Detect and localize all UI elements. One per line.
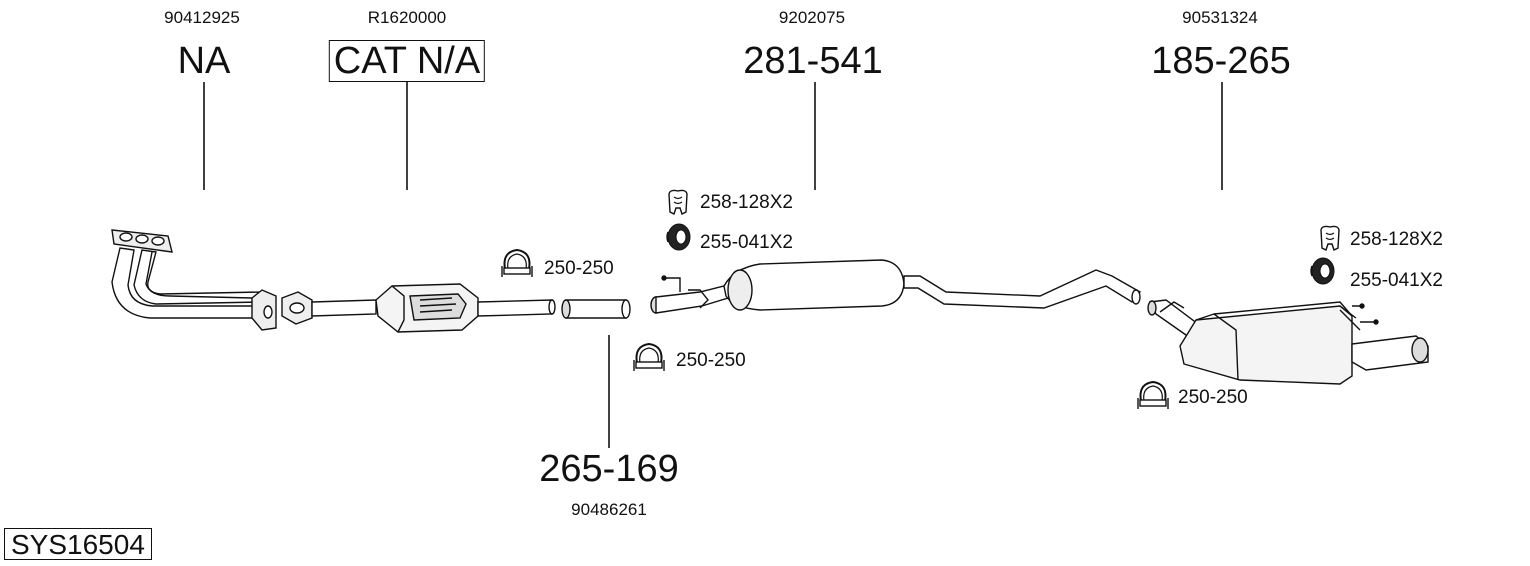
part-code-exhaust-manifold: NA xyxy=(177,40,231,82)
rubber-hanger-icon xyxy=(668,189,688,215)
rubber-ring-icon xyxy=(666,223,691,251)
part-code-connecting-pipe: 265-169 xyxy=(539,448,679,490)
rear-silencer-part xyxy=(1147,299,1429,385)
fitting-label-ring-rear: 255-041X2 xyxy=(1350,270,1443,291)
fitting-label-clamp-catalyst: 250-250 xyxy=(544,258,614,279)
pipe-clamp-icon xyxy=(501,248,533,277)
part-code-rear-silencer: 185-265 xyxy=(1151,40,1291,82)
pipe-clamp-icon xyxy=(633,342,665,371)
pipe-clamp-icon xyxy=(1137,380,1169,409)
part-code-middle-silencer: 281-541 xyxy=(743,40,883,82)
system-id-label: SYS16504 xyxy=(4,528,152,561)
fitting-label-hanger-middle: 258-128X2 xyxy=(700,192,793,213)
fitting-label-clamp-rear: 250-250 xyxy=(1178,387,1248,408)
part-code-catalytic-converter: CAT N/A xyxy=(328,40,486,82)
fitting-label-clamp-pipe: 250-250 xyxy=(676,350,746,371)
rubber-ring-icon xyxy=(1310,257,1335,285)
oem-number-connecting-pipe: 90486261 xyxy=(571,500,647,519)
oem-number-exhaust-manifold: 90412925 xyxy=(164,8,240,27)
catalytic-converter-part xyxy=(281,283,556,333)
rubber-hanger-icon xyxy=(1320,225,1340,251)
oem-number-middle-silencer: 9202075 xyxy=(778,8,846,27)
connecting-pipe-part xyxy=(561,299,631,319)
exhaust-manifold-part xyxy=(111,229,277,331)
oem-number-rear-silencer: 90531324 xyxy=(1182,8,1258,27)
fitting-label-hanger-rear: 258-128X2 xyxy=(1350,229,1443,250)
middle-silencer-part xyxy=(650,259,1142,314)
fitting-label-ring-middle: 255-041X2 xyxy=(700,232,793,253)
oem-number-catalytic-converter: R1620000 xyxy=(367,8,447,27)
